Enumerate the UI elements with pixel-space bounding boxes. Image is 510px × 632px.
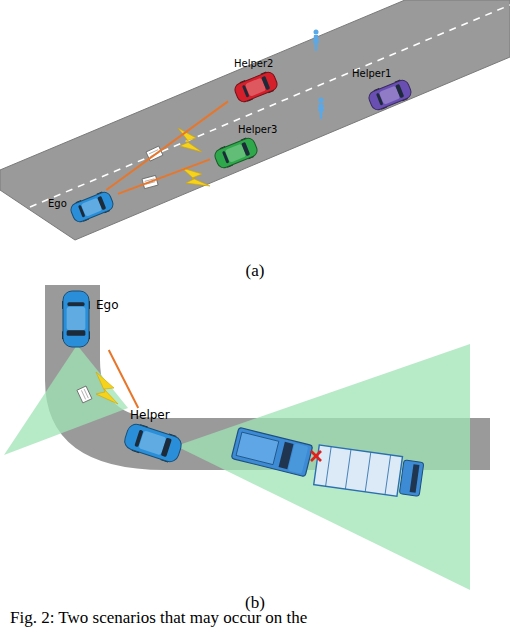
pickup-truck	[231, 427, 312, 476]
subfigure-label: (a)	[0, 261, 510, 281]
vehicle-label: Ego	[48, 198, 67, 209]
car-icon	[210, 136, 262, 170]
car-windshield	[67, 330, 86, 336]
car-shell	[69, 190, 115, 223]
car-rear-window	[376, 93, 383, 106]
data-packet-icon	[77, 386, 92, 403]
vehicle-label: Helper3	[238, 124, 277, 135]
car-icon	[58, 288, 94, 350]
car-windshield	[161, 438, 172, 458]
sensor-fov	[4, 345, 128, 455]
car-shell	[213, 136, 259, 169]
car-rear-window	[242, 85, 249, 98]
sensor-fov	[176, 344, 470, 590]
car-body	[233, 69, 280, 104]
v2v-link	[118, 159, 210, 194]
wireless-bolt	[96, 372, 118, 404]
vehicle-node: Helper1	[350, 68, 416, 112]
data-packet-icon	[142, 175, 158, 188]
vehicle-label: Helper	[130, 408, 170, 422]
car-windshield	[261, 76, 270, 90]
v2v-link	[106, 101, 228, 190]
car-rear-window	[78, 205, 85, 218]
road-surface	[0, 0, 510, 240]
car-body	[69, 189, 116, 224]
pedestrian-icon	[318, 98, 324, 120]
vehicle-label: Ego	[96, 298, 119, 312]
car-shell	[367, 78, 413, 111]
figure-caption: Fig. 2: Two scenarios that may occur on …	[10, 608, 307, 628]
collision-mark	[311, 451, 321, 461]
car-windshield	[241, 142, 250, 156]
box-truck	[314, 445, 425, 499]
data-packet-icon	[146, 146, 163, 161]
vehicle-node: Ego	[58, 288, 128, 350]
car-roof	[67, 307, 86, 331]
car-windshield	[97, 196, 106, 210]
wireless-bolt	[182, 168, 210, 186]
car-shell	[63, 291, 89, 347]
car-body	[213, 135, 260, 170]
pedestrian-icon	[313, 30, 319, 52]
vehicle-node: Ego	[48, 190, 118, 224]
car-icon	[364, 78, 416, 112]
car-icon	[230, 70, 282, 104]
vehicle-node: Helper	[120, 408, 186, 466]
car-shell	[233, 70, 279, 103]
car-shell	[122, 422, 183, 464]
lane-marking	[30, 5, 510, 207]
car-icon	[120, 420, 186, 466]
car-windshield	[395, 84, 404, 98]
wireless-bolt	[178, 128, 202, 152]
car-body	[122, 421, 184, 465]
car-rear-window	[222, 151, 229, 164]
vehicle-label: Helper2	[234, 58, 273, 69]
car-rear-window	[67, 302, 84, 306]
car-body	[367, 77, 414, 112]
car-body	[62, 291, 90, 347]
car-rear-window	[134, 430, 143, 448]
car-icon	[66, 190, 118, 224]
vehicle-label: Helper1	[352, 68, 391, 79]
vehicle-node: Helper2	[228, 58, 284, 104]
vehicle-node: Helper3	[210, 124, 276, 170]
v2v-link	[109, 350, 138, 408]
